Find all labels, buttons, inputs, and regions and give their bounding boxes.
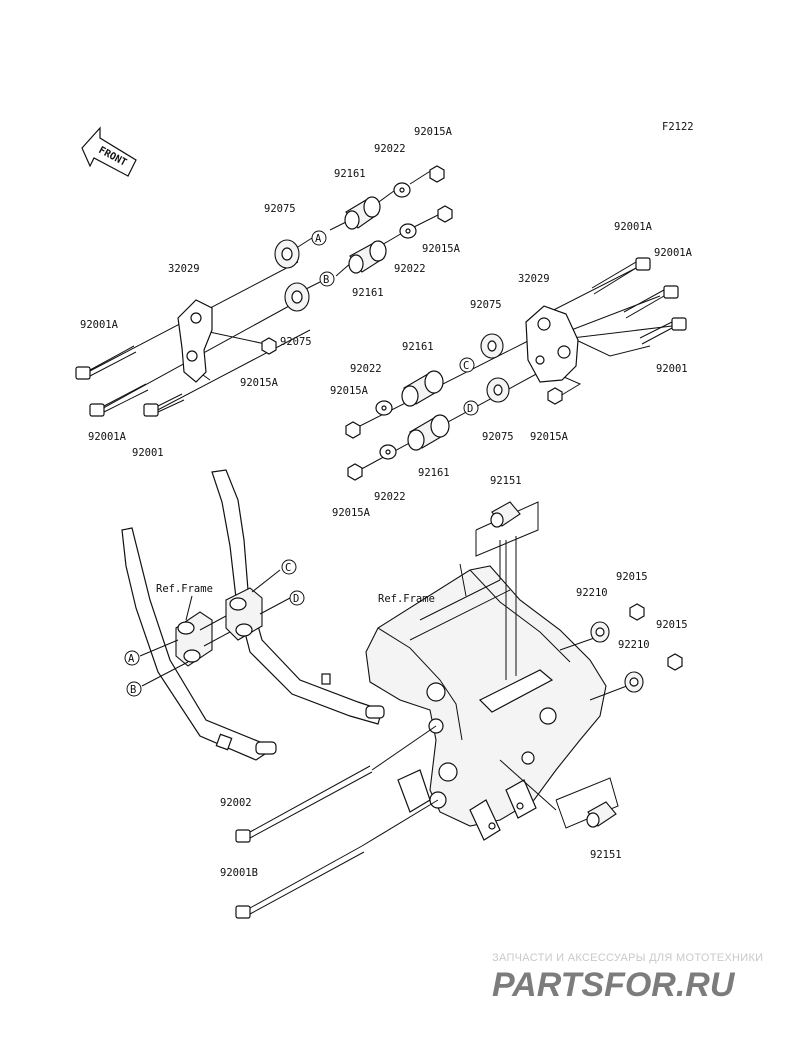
callout-c-lower: C (281, 559, 297, 575)
callout-a-upper-label: A (315, 233, 322, 245)
watermark-tagline: ЗАПЧАСТИ И АКСЕССУАРЫ ДЛЯ МОТОТЕХНИКИ (492, 952, 763, 964)
front-arrow-icon: FRONT (81, 126, 137, 177)
label-32029-right: 32029 (518, 273, 550, 285)
bolt-92001a-left-1 (75, 345, 137, 380)
label-92001b: 92001B (220, 867, 258, 879)
label-92015a-5: 92015A (332, 507, 371, 519)
collar-92161-a (344, 196, 381, 230)
stopper-92151-bottom (586, 801, 617, 828)
callout-b-upper: B (319, 271, 335, 287)
engine-mount-block-ref (175, 587, 263, 667)
label-92161-b: 92161 (352, 287, 384, 299)
nut-92015-2 (667, 653, 683, 671)
callout-b-upper-label: B (323, 274, 329, 286)
callout-b-lower: B (126, 681, 142, 697)
watermark-brand: PARTSFOR.RU (492, 966, 736, 1004)
main-frame-ref (365, 540, 607, 841)
nut-92015a-5 (347, 463, 363, 481)
bolt-92002 (235, 765, 373, 843)
label-92001a-left-2: 92001A (88, 431, 127, 443)
label-92075-d: 92075 (482, 431, 514, 443)
bolt-92001a-left-2 (89, 383, 149, 417)
label-92001-right: 92001 (656, 363, 688, 375)
washer-92022-d (379, 444, 397, 460)
spacer-92210-2 (624, 671, 644, 693)
label-92001-left: 92001 (132, 447, 164, 459)
leader-lines-lower-left (139, 569, 291, 687)
label-92015a-4: 92015A (330, 385, 369, 397)
callout-b-lower-label: B (130, 684, 136, 696)
label-92015-1: 92015 (616, 571, 648, 583)
label-92022-a: 92022 (374, 143, 406, 155)
label-92001a-right-2: 92001A (654, 247, 693, 259)
nut-92015a-6 (547, 387, 563, 405)
label-92151-top: 92151 (490, 475, 522, 487)
label-92015a-2: 92015A (422, 243, 461, 255)
collar-92161-c (401, 370, 444, 407)
bolt-92001b (235, 845, 365, 919)
washer-92022-c (375, 400, 393, 416)
callout-d-lower-label: D (293, 593, 299, 605)
damper-92075-d (486, 377, 510, 403)
engine-bracket-left (177, 299, 213, 383)
callout-a-lower-label: A (128, 653, 135, 665)
figure-code: F2122 (662, 121, 694, 133)
collar-92161-d (407, 414, 450, 451)
bolt-92001a-right-2 (623, 285, 679, 319)
label-92015-2: 92015 (656, 619, 688, 631)
damper-92075-b (284, 282, 310, 312)
leader-lines-lower-right (361, 501, 633, 847)
label-92161-c: 92161 (402, 341, 434, 353)
label-92022-c: 92022 (350, 363, 382, 375)
label-92015a-3: 92015A (240, 377, 279, 389)
bolt-92001a-right-1 (591, 257, 651, 295)
label-92161-a: 92161 (334, 168, 366, 180)
damper-92075-c (480, 333, 504, 359)
callout-c-lower-label: C (285, 562, 291, 574)
label-92015a-6: 92015A (530, 431, 569, 443)
callout-d-upper: D (463, 400, 479, 416)
callout-a-lower: A (124, 650, 140, 666)
washer-92022-b (399, 223, 417, 239)
label-92161-d: 92161 (418, 467, 450, 479)
washer-92022-a (393, 182, 411, 198)
callout-d-upper-label: D (467, 403, 473, 415)
nut-92015-1 (629, 603, 645, 621)
nut-92015a-4 (345, 421, 361, 439)
ref-frame-label-left: Ref.Frame (156, 583, 213, 595)
spacer-92210-1 (590, 621, 610, 643)
stopper-92151-top (490, 501, 521, 528)
label-92001a-right-1: 92001A (614, 221, 653, 233)
callout-d-lower: D (289, 590, 305, 606)
bolt-92001-left (143, 393, 185, 417)
damper-92075-a (274, 239, 300, 269)
label-92002: 92002 (220, 797, 252, 809)
nut-92015a-2 (437, 205, 453, 223)
bolt-92001-right (639, 317, 687, 345)
label-92001a-left-1: 92001A (80, 319, 119, 331)
label-92075-b: 92075 (280, 336, 312, 348)
callout-a-upper: A (311, 230, 327, 246)
label-92015a-1: 92015A (414, 126, 453, 138)
label-92210-1: 92210 (576, 587, 608, 599)
collar-92161-b (348, 240, 387, 274)
label-32029-left: 32029 (168, 263, 200, 275)
engine-bracket-right (525, 305, 579, 383)
nut-92015a-1 (429, 165, 445, 183)
ref-frame-label-right: Ref.Frame (378, 593, 435, 605)
label-92151-bottom: 92151 (590, 849, 622, 861)
label-92210-2: 92210 (618, 639, 650, 651)
label-92075-a: 92075 (264, 203, 296, 215)
label-92075-c: 92075 (470, 299, 502, 311)
label-92022-b: 92022 (394, 263, 426, 275)
nut-92015a-3 (261, 337, 277, 355)
callout-c-upper: C (459, 357, 475, 373)
label-92022-d: 92022 (374, 491, 406, 503)
callout-c-upper-label: C (463, 360, 469, 372)
